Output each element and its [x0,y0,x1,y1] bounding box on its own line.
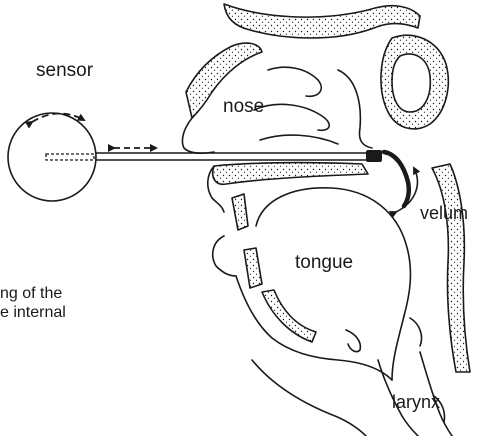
nose-outline [182,118,214,153]
sensor-inner-slot [46,154,94,160]
lower-teeth [244,248,262,288]
skull-bone [224,4,420,38]
turbinate-middle [254,104,329,130]
velum-contour [384,152,409,206]
tongue-base [392,316,404,380]
caption-line-2: e internal [0,304,66,322]
hyoid [346,330,360,352]
sinus-cavity [392,54,430,112]
rod-tip [366,150,382,162]
larynx-label: larynx [392,392,440,413]
sensor-label: sensor [36,60,93,82]
turbinate-lower [260,135,338,144]
nose-label: nose [223,96,264,118]
lower-lip [213,236,236,276]
sensor-disc [8,113,96,201]
upper-teeth [232,194,248,230]
epiglottis [410,318,422,346]
pharynx-wall [432,164,470,372]
tongue-label: tongue [295,252,353,274]
velum-tip [366,150,417,212]
caption-line-1: ng of the [0,285,62,303]
nasal-cavity-back [338,70,372,148]
neck-front [252,360,366,436]
hard-palate [213,163,368,185]
velum-label: velum [420,203,468,224]
chin-bone [262,290,316,342]
jaw-line [236,276,392,380]
turbinate-upper [268,67,321,96]
